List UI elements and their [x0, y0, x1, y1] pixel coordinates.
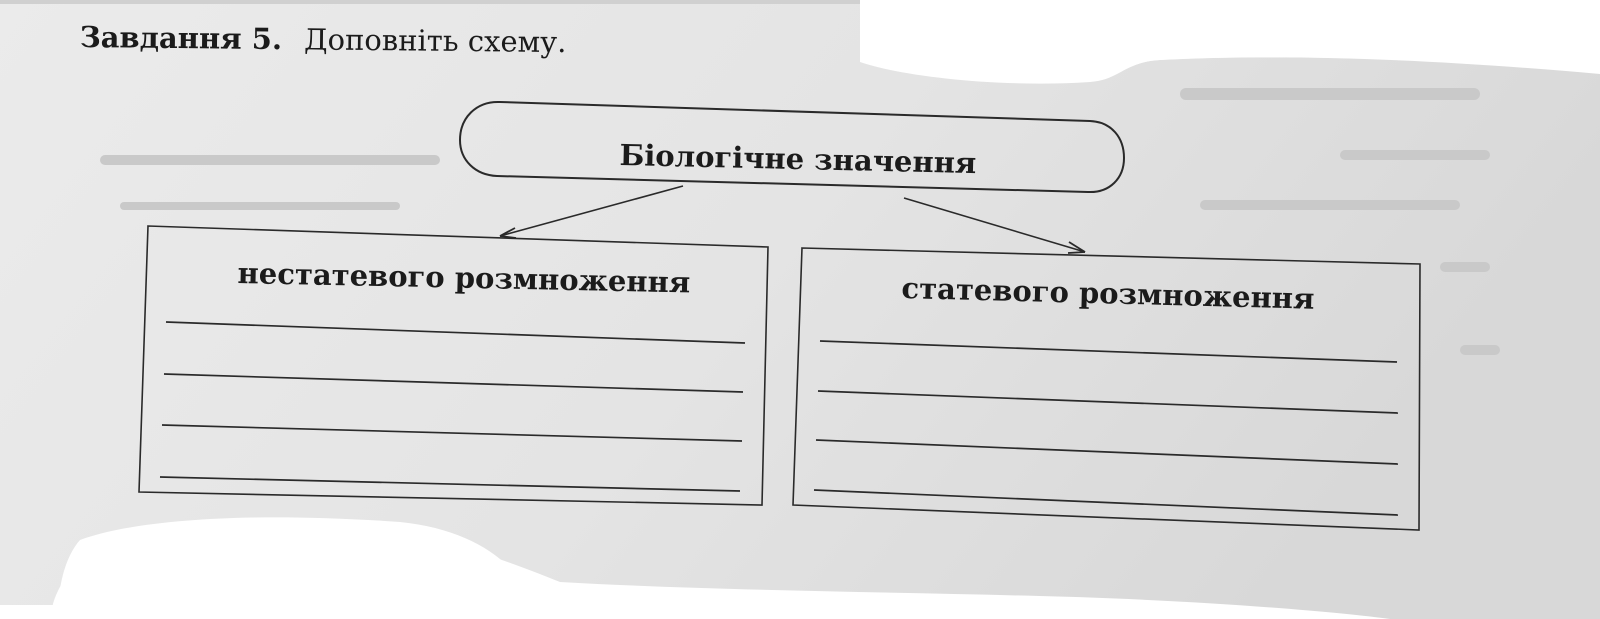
task-number: Завдання 5. — [79, 20, 283, 57]
task-instruction: Доповніть схему. — [303, 22, 567, 60]
arrow-right — [903, 197, 1086, 253]
answer-line[interactable] — [163, 373, 744, 393]
arrow-left — [499, 185, 684, 237]
diagram-lines — [138, 100, 1421, 531]
answer-line[interactable] — [817, 390, 1399, 414]
left-box — [138, 225, 769, 506]
answer-line[interactable] — [815, 439, 1399, 465]
answer-line[interactable] — [159, 476, 741, 492]
answer-line[interactable] — [813, 489, 1399, 516]
root-box — [458, 100, 1126, 194]
answer-line[interactable] — [161, 424, 743, 442]
task-heading: Завдання 5. Доповніть схему. — [80, 20, 567, 59]
left-branch-label: нестатевого розмноження — [237, 256, 691, 300]
answer-line[interactable] — [819, 340, 1398, 363]
torn-edge — [0, 4, 1600, 619]
right-branch-label: статевого розмноження — [901, 271, 1315, 316]
root-label: Біологічне значення — [619, 138, 977, 181]
right-box — [792, 247, 1421, 531]
answer-line[interactable] — [165, 321, 746, 344]
